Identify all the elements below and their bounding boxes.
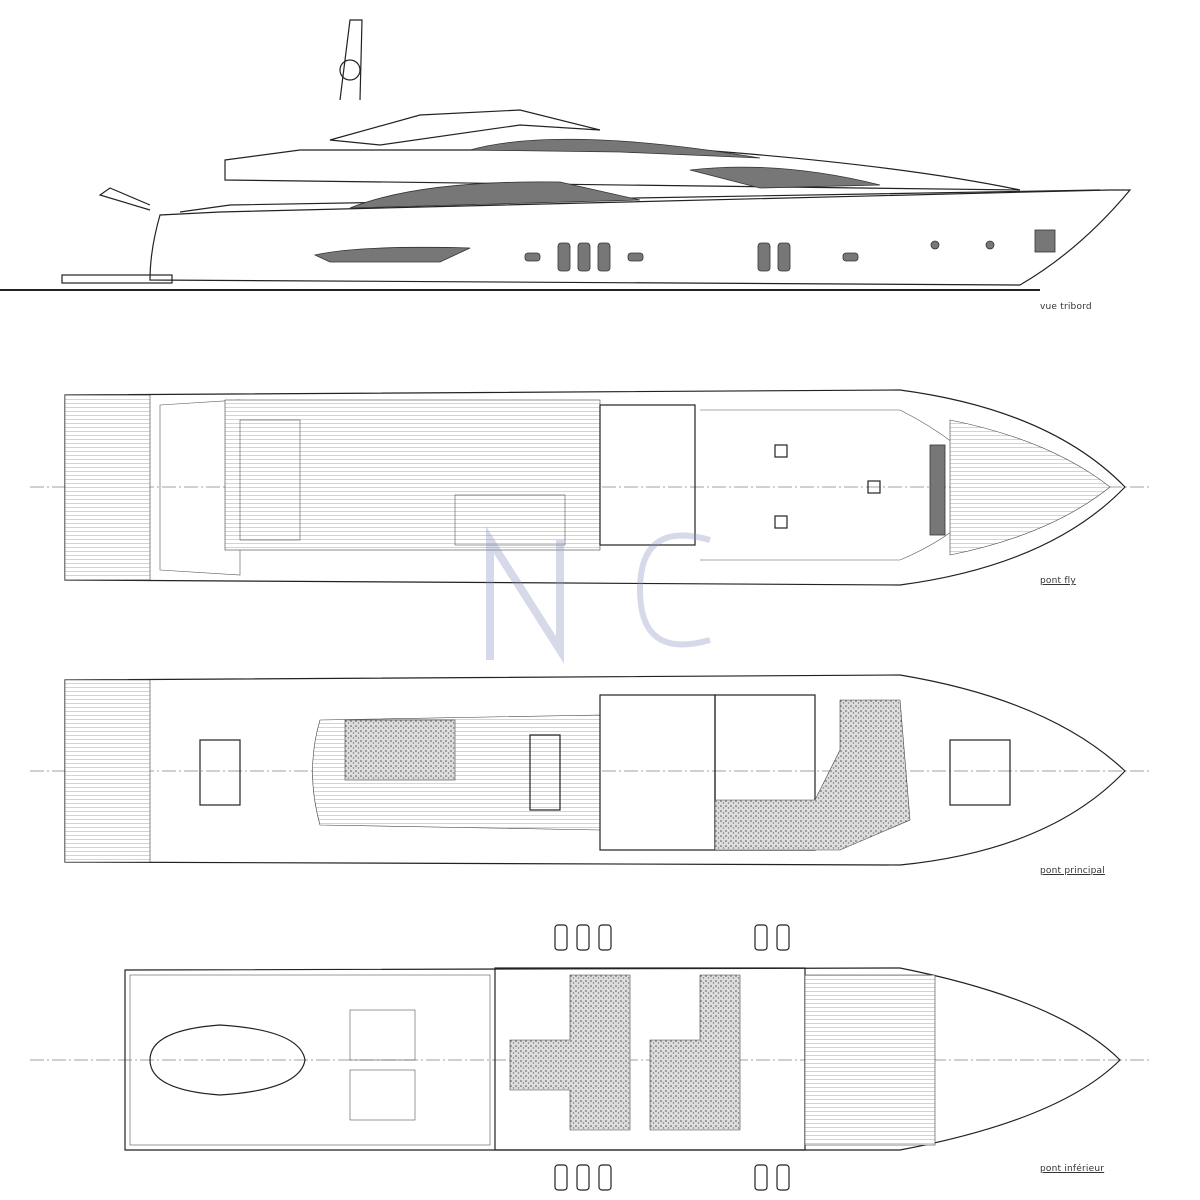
aft-dining-table: [199, 739, 241, 806]
hull-outline-fly: [64, 389, 1126, 586]
main-superstructure: [224, 149, 1021, 191]
hull-windows: [554, 924, 790, 1191]
crew-quarters: [804, 974, 936, 1146]
hull-outline-main: [64, 674, 1126, 866]
master-cabin: [714, 699, 911, 851]
guest-cabins: [509, 974, 631, 1131]
fly-deck-plan: [30, 389, 1150, 586]
anchor-pocket: [1034, 229, 1056, 253]
hull-outline-lower: [124, 967, 1121, 1151]
fly-lounge: [224, 399, 601, 551]
view-label-lower-deck: pont inférieur: [1040, 1164, 1105, 1174]
view-label-main-deck: pont principal: [1040, 866, 1105, 876]
profile-view: [0, 19, 1132, 291]
logo-watermark: [486, 526, 711, 664]
hull: [149, 189, 1132, 286]
view-label-fly-deck: pont fly: [1040, 576, 1076, 586]
swim-platform: [61, 274, 173, 284]
hardtop: [329, 109, 601, 146]
view-label-profile: vue tribord: [1040, 302, 1092, 312]
lower-deck-plan: [30, 924, 1150, 1191]
main-deck-plan: [30, 674, 1150, 866]
galley: [599, 694, 716, 851]
garage: [129, 974, 491, 1146]
mast: [339, 19, 363, 101]
tender: [149, 1024, 306, 1096]
portholes: [524, 240, 995, 272]
